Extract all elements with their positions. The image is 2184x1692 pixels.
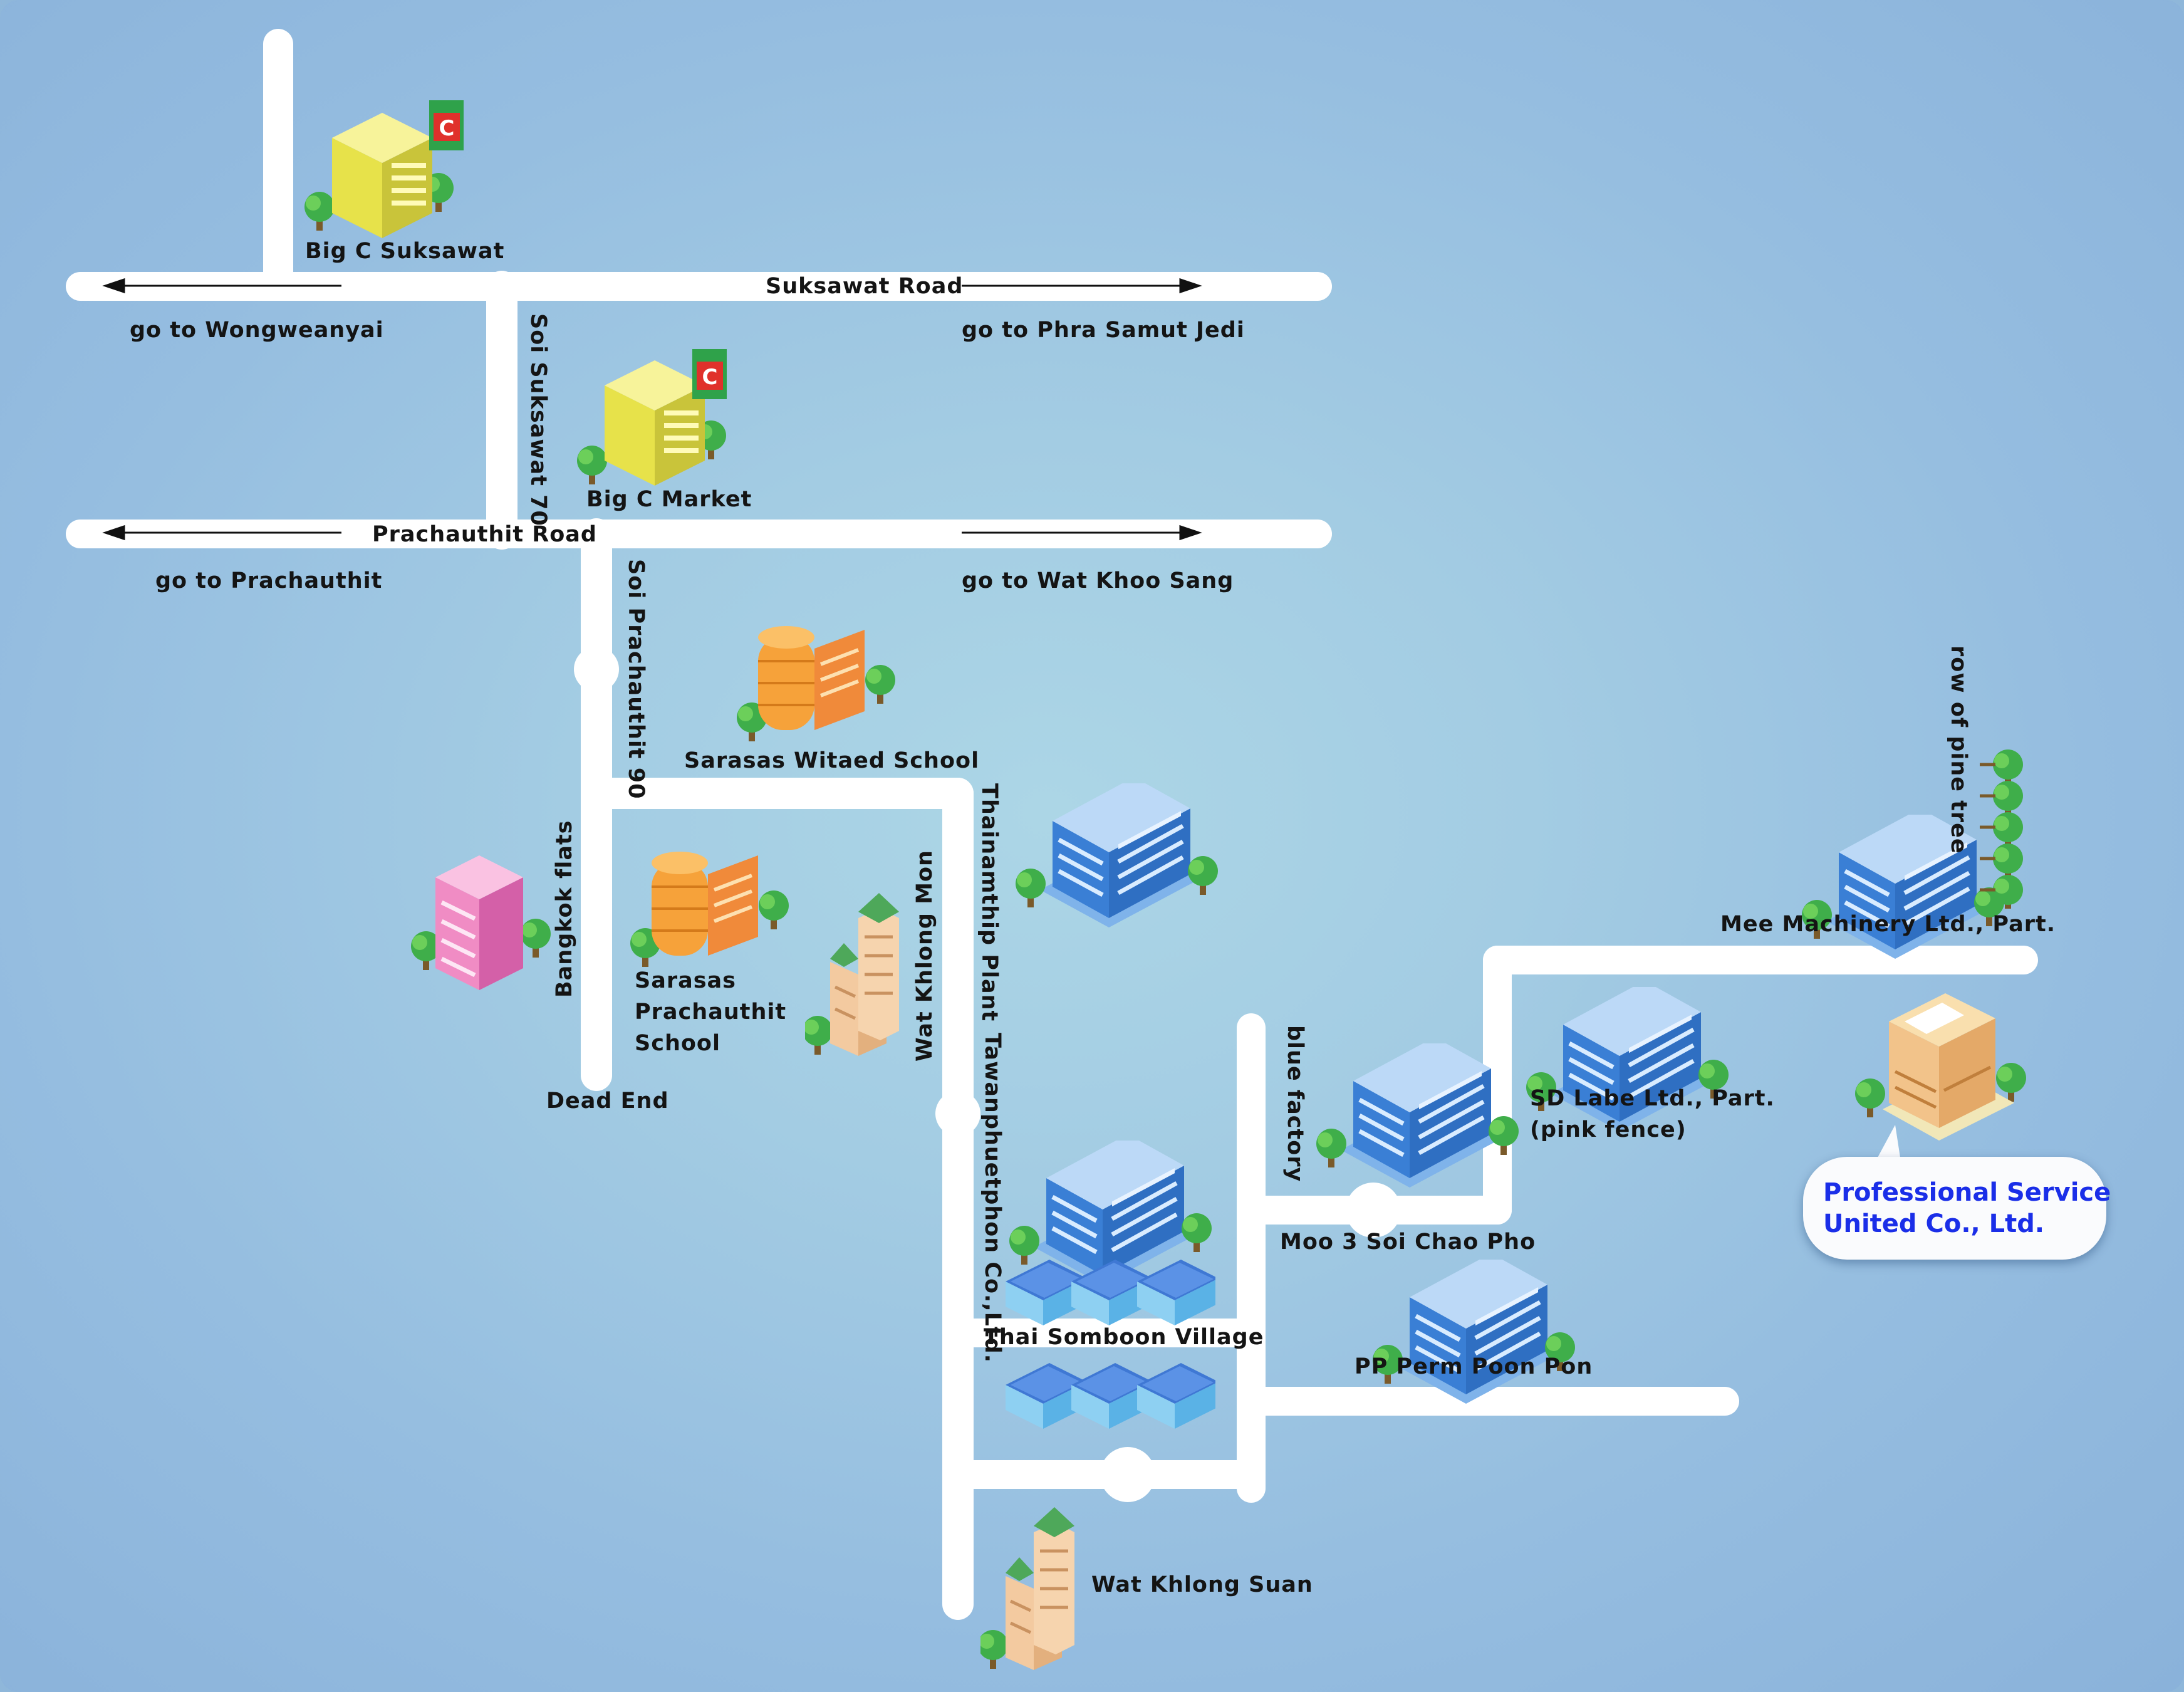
blue-factory-building-icon [1316, 1043, 1522, 1200]
destination-callout [1803, 1157, 2106, 1260]
pp-perm-poon-pon-building-icon [1372, 1260, 1579, 1416]
road-curve-3 [1346, 1183, 1401, 1238]
label-dead-end: Dead End [546, 1089, 669, 1114]
big-c-suksawat-building-icon: C [304, 100, 464, 238]
label-go-to-prachauthit: go to Prachauthit [155, 568, 383, 593]
svg-text:C: C [439, 116, 455, 141]
big-c-market-building-icon: C [577, 349, 727, 486]
svg-text:C: C [702, 365, 718, 390]
label-sarasas-prachauthit-school: Sarasas Prachauthit School [635, 968, 787, 1056]
label-sd-labe: SD Labe Ltd., Part. (pink fence) [1530, 1086, 1775, 1142]
label-moo3-soi-chao-pho: Moo 3 Soi Chao Pho [1280, 1230, 1536, 1255]
label-tawanphuetphon: Tawanphuetphon Co.,Ltd. [980, 1033, 1005, 1364]
thai-somboon-village-houses-south-icon [1006, 1363, 1215, 1429]
pine-tree-row-icon [1980, 749, 2023, 909]
label-go-to-phra-samut-jedi: go to Phra Samut Jedi [962, 318, 1245, 343]
label-thai-somboon-village: Thai Somboon Village [984, 1325, 1264, 1350]
label-go-to-wat-khoo-sang: go to Wat Khoo Sang [962, 568, 1234, 593]
label-bangkok-flats: Bangkok flats [552, 820, 577, 998]
road-curve-4 [1100, 1447, 1155, 1502]
label-big-c-suksawat: Big C Suksawat [305, 239, 505, 264]
big-c-logo-icon: C [429, 100, 464, 150]
professional-service-building-icon [1855, 993, 2026, 1141]
road-curve-1 [574, 647, 619, 692]
thai-somboon-village-houses-icon [1006, 1260, 1215, 1325]
label-thainamthip-plant: Thainamthip Plant [977, 783, 1002, 1022]
callout-pointer [1873, 1125, 1901, 1166]
label-wat-khlong-suan: Wat Khlong Suan [1091, 1572, 1313, 1597]
destination-label: Professional Service United Co., Ltd. [1823, 1178, 2111, 1238]
label-pp-perm-poon-pon: PP Perm Poon Pon [1355, 1354, 1593, 1379]
label-go-to-wongweanyai: go to Wongweanyai [130, 318, 384, 343]
label-wat-khlong-mon: Wat Khlong Mon [912, 850, 937, 1062]
label-blue-factory: blue factory [1282, 1025, 1308, 1183]
label-soi-prachauthit-90: Soi Prachauthit 90 [623, 559, 648, 800]
label-suksawat-road: Suksawat Road [766, 274, 964, 299]
sarasas-witaed-school-icon [737, 626, 895, 741]
bangkok-flats-building-icon [411, 855, 551, 990]
label-big-c-market: Big C Market [586, 487, 752, 512]
big-c-logo-icon: C [692, 349, 727, 399]
label-prachauthit-road: Prachauthit Road [372, 522, 597, 547]
thainamthip-plant-building-icon [1015, 783, 1222, 940]
label-sarasas-witaed-school: Sarasas Witaed School [684, 748, 980, 773]
label-soi-suksawat-70: Soi Suksawat 70 [526, 313, 551, 526]
wat-khlong-suan-temple-icon [980, 1507, 1074, 1670]
label-row-of-pine-tree: row of pine tree [1946, 645, 1971, 854]
sarasas-prachauthit-school-icon [630, 852, 789, 967]
wat-khlong-mon-temple-icon [805, 893, 899, 1056]
label-mee-machinery: Mee Machinery Ltd., Part. [1720, 912, 2056, 937]
road-curve-2 [935, 1091, 980, 1136]
